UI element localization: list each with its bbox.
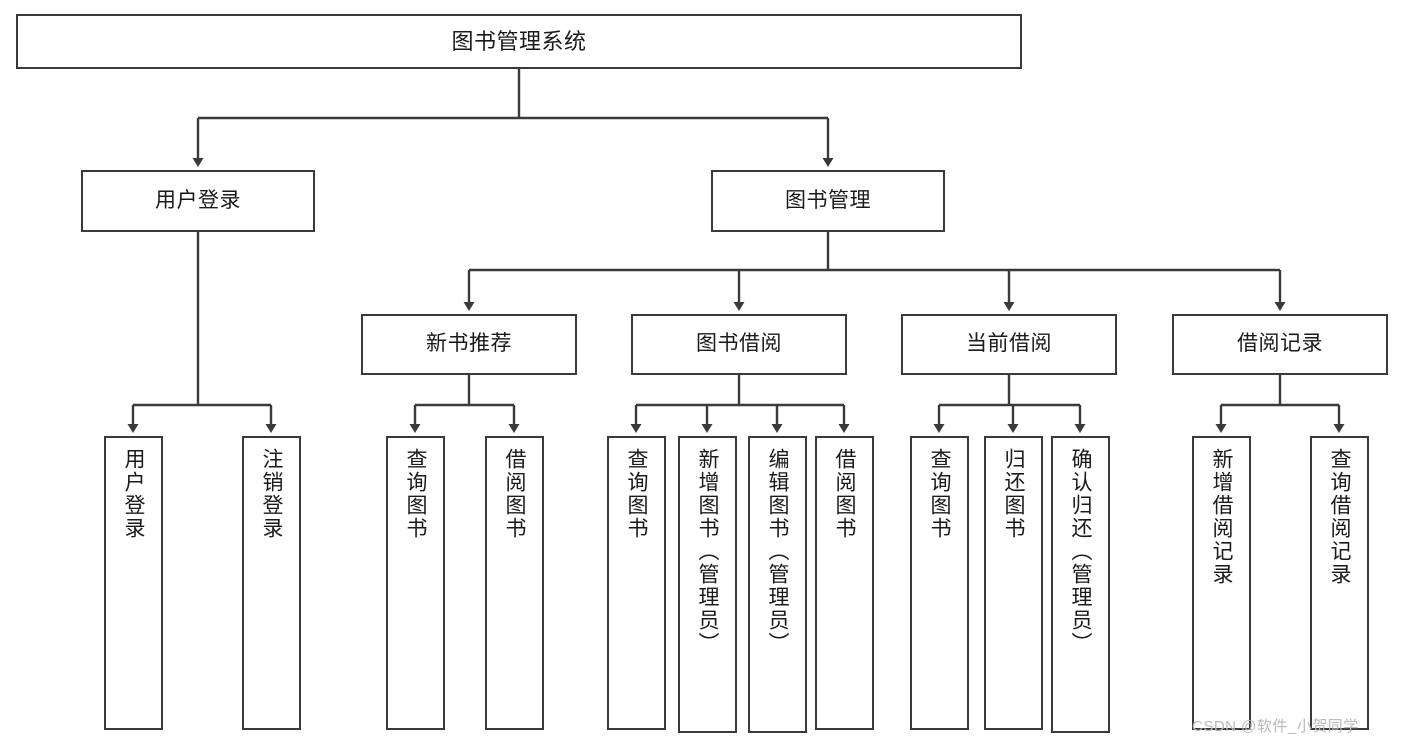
node-new-book-recommend-label: 新书推荐 (426, 332, 512, 356)
node-add-borrow-record-label: 新增借阅记录 (1210, 448, 1233, 586)
node-return-book-cur[interactable]: 归还图书 (984, 436, 1043, 730)
node-book-borrow-label: 图书借阅 (696, 332, 782, 356)
node-confirm-return-admin[interactable]: 确认归还（管理员） (1051, 436, 1110, 733)
node-add-borrow-record[interactable]: 新增借阅记录 (1192, 436, 1251, 730)
node-borrow-book-rec[interactable]: 借阅图书 (485, 436, 544, 730)
node-new-book-recommend[interactable]: 新书推荐 (361, 314, 577, 375)
node-add-book-admin-label: 新增图书（管理员） (696, 448, 719, 655)
node-query-book-cur-label: 查询图书 (928, 448, 951, 540)
node-user-login[interactable]: 用户登录 (81, 170, 315, 232)
node-current-borrow-label: 当前借阅 (966, 332, 1052, 356)
node-return-book-cur-label: 归还图书 (1002, 448, 1025, 540)
node-add-book-admin[interactable]: 新增图书（管理员） (678, 436, 737, 733)
node-borrow-record-label: 借阅记录 (1237, 332, 1323, 356)
node-edit-book-admin[interactable]: 编辑图书（管理员） (748, 436, 807, 733)
node-borrow-book-rec-label: 借阅图书 (503, 448, 526, 540)
node-query-book-cur[interactable]: 查询图书 (910, 436, 969, 730)
node-query-book-rec-label: 查询图书 (404, 448, 427, 540)
watermark: CSDN @软件_小贺同学 (1192, 718, 1359, 735)
node-query-book-rec[interactable]: 查询图书 (386, 436, 445, 730)
node-user-logout-leaf[interactable]: 注销登录 (242, 436, 301, 730)
node-borrow-record[interactable]: 借阅记录 (1172, 314, 1388, 375)
node-root-label: 图书管理系统 (451, 28, 587, 54)
node-book-borrow[interactable]: 图书借阅 (631, 314, 847, 375)
node-confirm-return-admin-label: 确认归还（管理员） (1069, 448, 1092, 655)
node-book-management-label: 图书管理 (785, 188, 871, 212)
node-user-logout-leaf-label: 注销登录 (260, 448, 283, 540)
node-root[interactable]: 图书管理系统 (16, 14, 1022, 69)
node-borrow-book-borrow[interactable]: 借阅图书 (815, 436, 874, 730)
node-user-login-leaf-label: 用户登录 (122, 448, 145, 540)
node-book-management[interactable]: 图书管理 (711, 170, 945, 232)
node-query-borrow-record-label: 查询借阅记录 (1328, 448, 1351, 586)
node-user-login-label: 用户登录 (155, 188, 241, 212)
node-query-book-borrow[interactable]: 查询图书 (607, 436, 666, 730)
node-borrow-book-borrow-label: 借阅图书 (833, 448, 856, 540)
node-query-borrow-record[interactable]: 查询借阅记录 (1310, 436, 1369, 730)
node-user-login-leaf[interactable]: 用户登录 (104, 436, 163, 730)
node-current-borrow[interactable]: 当前借阅 (901, 314, 1117, 375)
node-query-book-borrow-label: 查询图书 (625, 448, 648, 540)
node-edit-book-admin-label: 编辑图书（管理员） (766, 448, 789, 655)
